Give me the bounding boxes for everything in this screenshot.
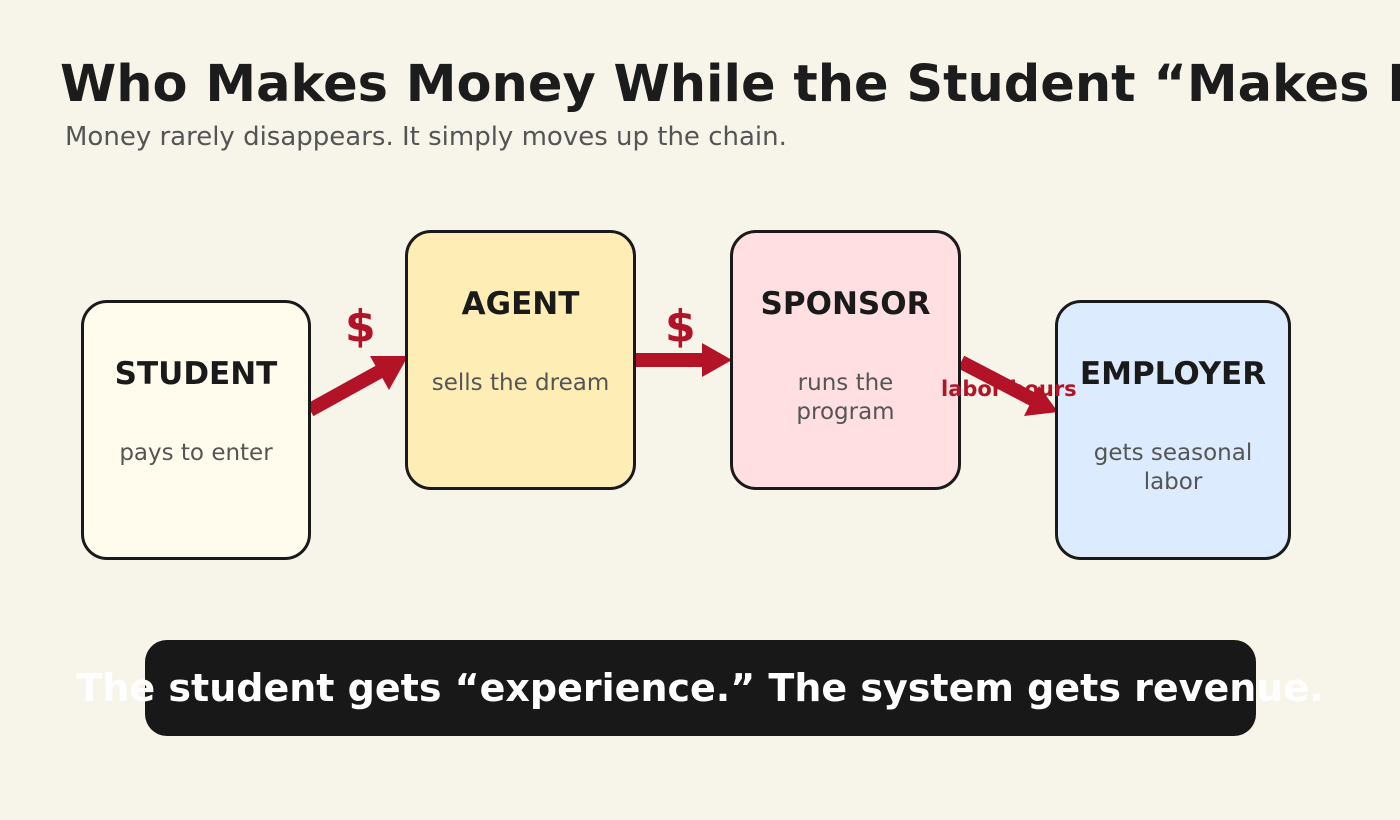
summary-banner-text: The student gets “experience.” The syste…: [76, 666, 1324, 710]
flow-label-money-student-agent: $: [345, 301, 376, 352]
node-title: AGENT: [461, 286, 580, 322]
node-title: STUDENT: [114, 356, 278, 392]
flow-arrow-shaft: [306, 361, 390, 417]
node-sponsor: SPONSOR runs the program: [730, 230, 961, 490]
flow-arrow-head: [1024, 386, 1058, 416]
flow-arrow-agent-sponsor: [636, 343, 732, 377]
node-employer: EMPLOYER gets seasonal labor: [1055, 300, 1291, 560]
node-agent: AGENT sells the dream: [405, 230, 636, 490]
flow-arrow-student-agent: [306, 356, 408, 417]
flow-arrow-shaft: [957, 355, 1040, 408]
page-title: Who Makes Money While the Student “Makes…: [60, 55, 1400, 114]
node-title: EMPLOYER: [1079, 356, 1267, 392]
flow-arrow-head: [370, 356, 408, 390]
node-title: SPONSOR: [760, 286, 931, 322]
flow-label-money-agent-sponsor: $: [665, 301, 696, 352]
flow-label-labor-hours: labor hours: [941, 377, 1077, 401]
node-student: STUDENT pays to enter: [81, 300, 311, 560]
node-description: sells the dream: [431, 370, 610, 396]
node-description: runs the program: [796, 370, 895, 425]
flow-arrow-sponsor-employer: [957, 355, 1058, 416]
flow-arrow-head: [702, 343, 732, 377]
node-description: gets seasonal labor: [1093, 440, 1253, 495]
page-subtitle: Money rarely disappears. It simply moves…: [65, 122, 787, 152]
summary-banner: [145, 640, 1256, 736]
node-description: pays to enter: [119, 440, 273, 466]
